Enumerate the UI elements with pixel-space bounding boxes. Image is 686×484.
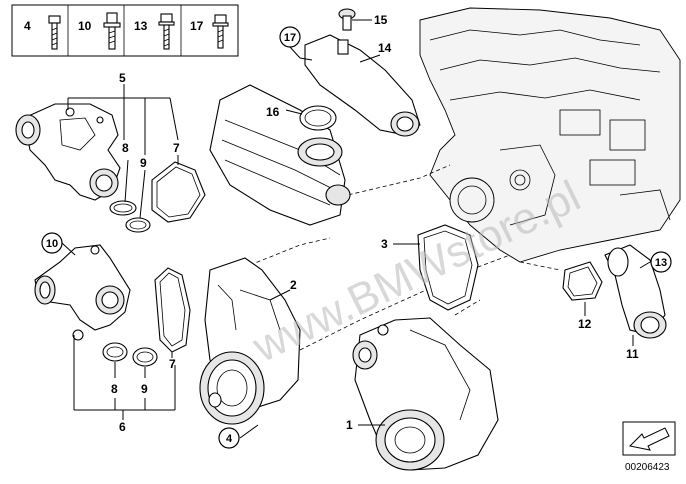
flange-bolt-icon [158,13,175,50]
callout-17: 17 [284,32,296,44]
callout-7-lower: 7 [169,357,176,371]
callout-9-upper: 9 [140,156,147,170]
thermostat-housing-upper [15,103,121,201]
callout-14: 14 [378,41,392,55]
callout-11: 11 [626,347,639,361]
hex-bolt-icon [212,14,229,49]
direction-arrow-box [622,421,676,456]
connection-pipe-11 [604,244,667,339]
screw-15 [338,8,356,31]
callout-circle-17 [279,26,301,48]
callout-9-lower: 9 [141,382,148,396]
stud-bolt-icon [103,12,121,50]
legend-number-10: 10 [78,19,92,33]
legend-number-17: 17 [190,19,204,33]
callout-6: 6 [119,420,126,434]
callouts: 5 8 9 7 14 15 16 17 10 3 2 8 9 7 6 4 1 1… [41,13,672,449]
thermostat-housing-lower [34,244,131,341]
assembly-guidelines [249,164,561,351]
callout-1: 1 [346,418,353,432]
o-ring-9-lower [132,347,158,367]
gasket-3 [417,224,479,311]
callout-16: 16 [266,105,280,119]
callout-7-upper: 7 [173,141,180,155]
callout-circle-13 [650,251,672,273]
oil-cooler [209,84,351,226]
engine-block [419,7,681,263]
callout-8-lower: 8 [111,382,118,396]
callout-circle-4 [218,427,240,449]
o-ring-8-upper [109,200,137,216]
callout-12: 12 [578,317,592,331]
gasket-12 [562,261,603,301]
callout-8-upper: 8 [122,141,129,155]
callout-3: 3 [381,237,388,251]
bolt-icon [48,15,61,50]
callout-15: 15 [374,13,388,27]
water-pump-left [199,257,301,425]
o-ring-8-lower [102,342,128,362]
leader-lines [61,19,651,439]
gasket-7-upper [151,161,206,223]
callout-circle-10 [41,232,63,254]
legend-number-13: 13 [134,19,148,33]
callout-5: 5 [119,71,126,85]
fastener-legend: 4 10 13 17 [11,4,239,57]
callout-10: 10 [46,238,58,250]
o-ring-9-upper [125,217,151,233]
callout-2: 2 [290,278,297,292]
water-pump-center [352,317,499,471]
diagram-part-number: 00206423 [625,462,670,473]
callout-4: 4 [226,433,233,445]
thermostat-pipe [304,34,421,137]
legend-number-4: 4 [24,19,31,33]
callout-13: 13 [655,257,667,269]
direction-arrow-icon [628,427,670,451]
